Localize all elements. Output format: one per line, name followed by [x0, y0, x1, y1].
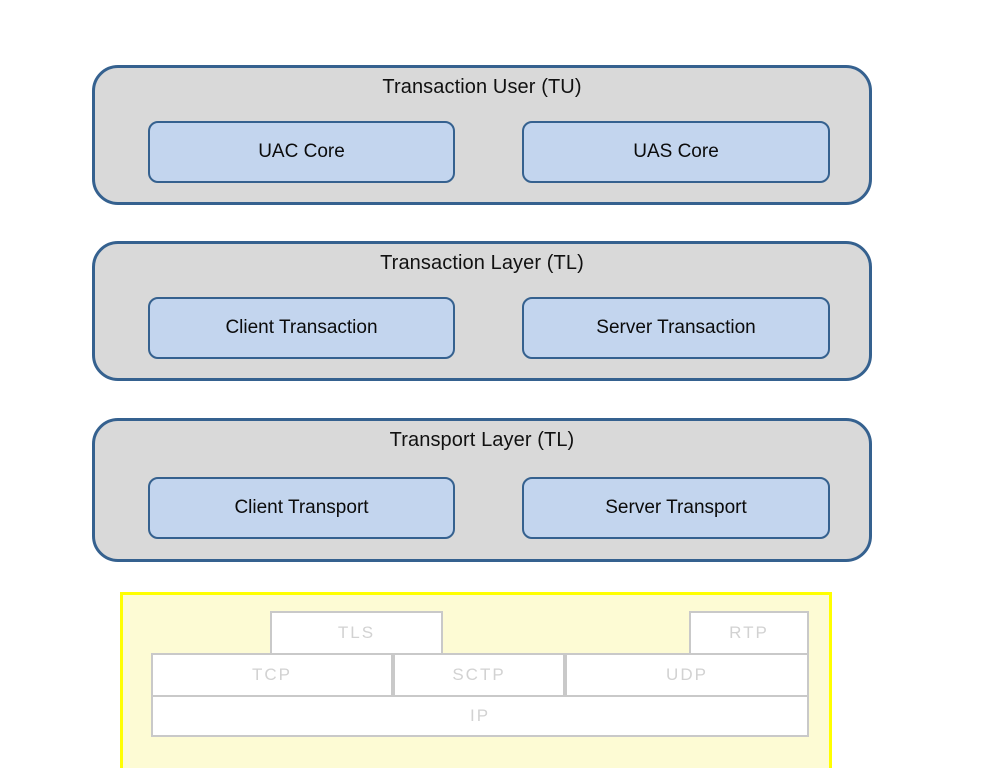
node-server-transport[interactable]: Server Transport [522, 477, 830, 539]
node-server-transaction[interactable]: Server Transaction [522, 297, 830, 359]
layer-transaction-layer: Transaction Layer (TL) Client Transactio… [92, 241, 872, 381]
protocol-box-tcp: TCP [151, 653, 393, 697]
node-uac-core[interactable]: UAC Core [148, 121, 455, 183]
layer-title-transaction-layer: Transaction Layer (TL) [380, 252, 584, 274]
node-uas-core[interactable]: UAS Core [522, 121, 830, 183]
node-client-transaction[interactable]: Client Transaction [148, 297, 455, 359]
network-protocol-stack: TLS RTP TCP SCTP UDP IP [120, 592, 832, 768]
layer-transport-layer: Transport Layer (TL) Client Transport Se… [92, 418, 872, 562]
protocol-box-udp: UDP [565, 653, 809, 697]
node-client-transport[interactable]: Client Transport [148, 477, 455, 539]
layer-title-transport-layer: Transport Layer (TL) [389, 429, 575, 451]
protocol-box-ip: IP [151, 695, 809, 737]
layer-title-transaction-user: Transaction User (TU) [382, 76, 582, 98]
protocol-box-tls: TLS [270, 611, 443, 655]
protocol-box-rtp: RTP [689, 611, 809, 655]
layer-transaction-user: Transaction User (TU) UAC Core UAS Core [92, 65, 872, 205]
protocol-box-sctp: SCTP [393, 653, 565, 697]
